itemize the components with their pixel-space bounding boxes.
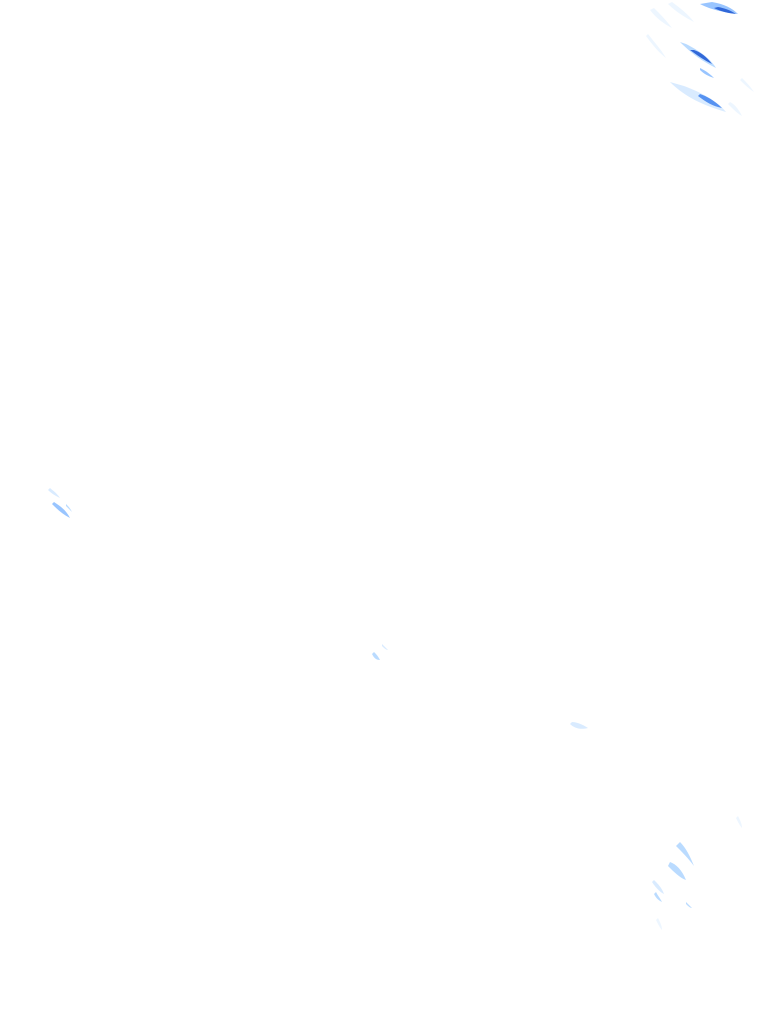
radar-cell-lower-right-speck	[570, 722, 588, 729]
radar-cell-top-right-upper	[650, 2, 738, 28]
radar-cell-left-middle	[48, 488, 72, 518]
radar-cell-center	[372, 644, 388, 660]
radar-cell-top-right-middle	[646, 34, 716, 78]
radar-cell-bottom-right	[652, 816, 742, 930]
radar-cell-top-right-lower	[670, 78, 754, 116]
